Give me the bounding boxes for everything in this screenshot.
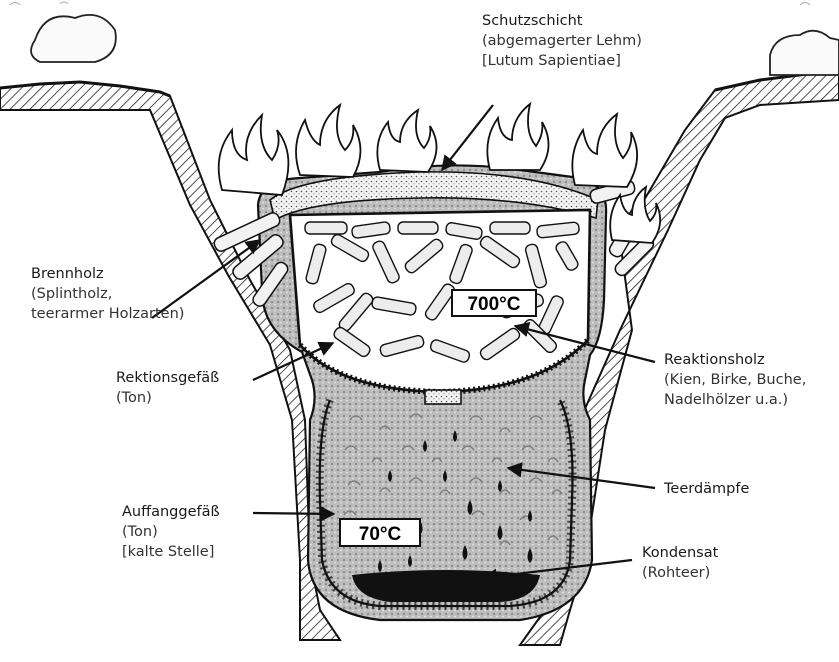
rektionsgefaess-title: Rektionsgefäß	[116, 368, 219, 388]
label-reaktionsholz: Reaktionsholz (Kien, Birke, Buche, Nadel…	[664, 350, 806, 410]
brennholz-sub1: (Splintholz,	[31, 284, 184, 304]
rektionsgefaess-sub1: (Ton)	[116, 388, 219, 408]
arrow-auffanggefaess	[253, 513, 334, 514]
schutzschicht-title: Schutzschicht	[482, 11, 642, 31]
brennholz-title: Brennholz	[31, 264, 184, 284]
label-schutzschicht: Schutzschicht (abgemagerter Lehm) [Lutum…	[482, 11, 642, 71]
auffanggefaess-sub1: (Ton)	[122, 522, 220, 542]
grate	[425, 390, 461, 404]
reaktionsholz-sub2: Nadelhölzer u.a.)	[664, 390, 806, 410]
temp-box-lower: 70°C	[340, 519, 420, 546]
label-brennholz: Brennholz (Splintholz, teerarmer Holzart…	[31, 264, 184, 324]
label-rektionsgefaess: Rektionsgefäß (Ton)	[116, 368, 219, 408]
teerdaempfe-title: Teerdämpfe	[664, 479, 749, 499]
label-auffanggefaess: Auffanggefäß (Ton) [kalte Stelle]	[122, 502, 220, 562]
temp-box-upper: 700°C	[452, 290, 536, 316]
temp-lower-text: 70°C	[359, 524, 402, 545]
label-teerdaempfe: Teerdämpfe	[664, 479, 749, 499]
kondensat-sub1: (Rohteer)	[642, 563, 718, 583]
auffanggefaess-title: Auffanggefäß	[122, 502, 220, 522]
arrow-schutzschicht	[442, 105, 493, 170]
brennholz-sub2: teerarmer Holzarten)	[31, 304, 184, 324]
temp-upper-text: 700°C	[467, 294, 520, 315]
label-kondensat: Kondensat (Rohteer)	[642, 543, 718, 583]
kondensat-title: Kondensat	[642, 543, 718, 563]
reaktionsholz-title: Reaktionsholz	[664, 350, 806, 370]
auffanggefaess-sub2: [kalte Stelle]	[122, 542, 220, 562]
schutzschicht-sub1: (abgemagerter Lehm)	[482, 31, 642, 51]
schutzschicht-sub2: [Lutum Sapientiae]	[482, 51, 642, 71]
reaktionsholz-sub1: (Kien, Birke, Buche,	[664, 370, 806, 390]
